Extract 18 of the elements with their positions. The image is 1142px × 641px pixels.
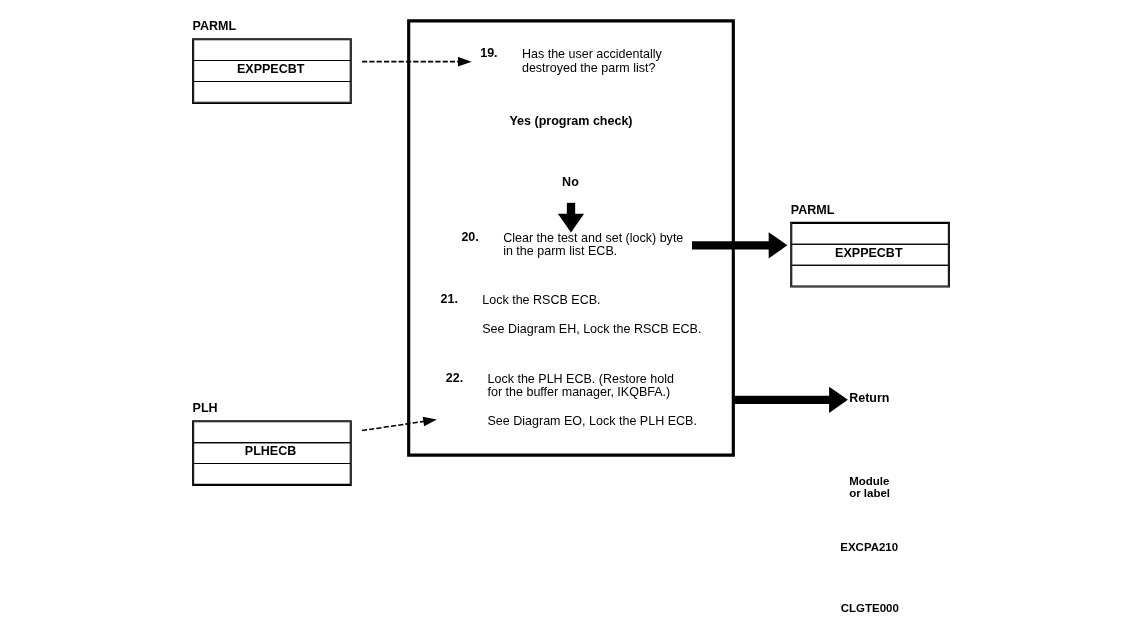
node-text: 21. Lock the RSCB ECB. See Diagram EH, Lock the RSCB ECB. (440, 292, 702, 337)
arrow (361, 416, 437, 432)
cluster (407, 19, 735, 457)
node-text: No (562, 174, 579, 189)
node-label: PARML (790, 202, 835, 217)
node-text: 20. Clear the test and set (lock) byte in the parm list ECB. (461, 229, 684, 259)
node-label: PARML (192, 18, 237, 33)
arrow (692, 232, 788, 259)
arrow (733, 386, 848, 413)
node-text: 22. Lock the PLH ECB. (Restore hold for the buffer manager, IKQBFA.) See Diagram EO, Lock the PLH ECB. (445, 370, 697, 428)
label: EXCPA210 (840, 540, 899, 553)
node-text: 19. Has the user accidentally destroyed the parm list? (480, 46, 662, 75)
node-text: Yes (program check) (509, 114, 633, 129)
label: Module or label (849, 475, 890, 499)
node-label: PLH (192, 400, 218, 415)
node-text: Return (849, 391, 890, 406)
arrow (361, 56, 472, 67)
label: CLGTE000 (840, 601, 899, 614)
